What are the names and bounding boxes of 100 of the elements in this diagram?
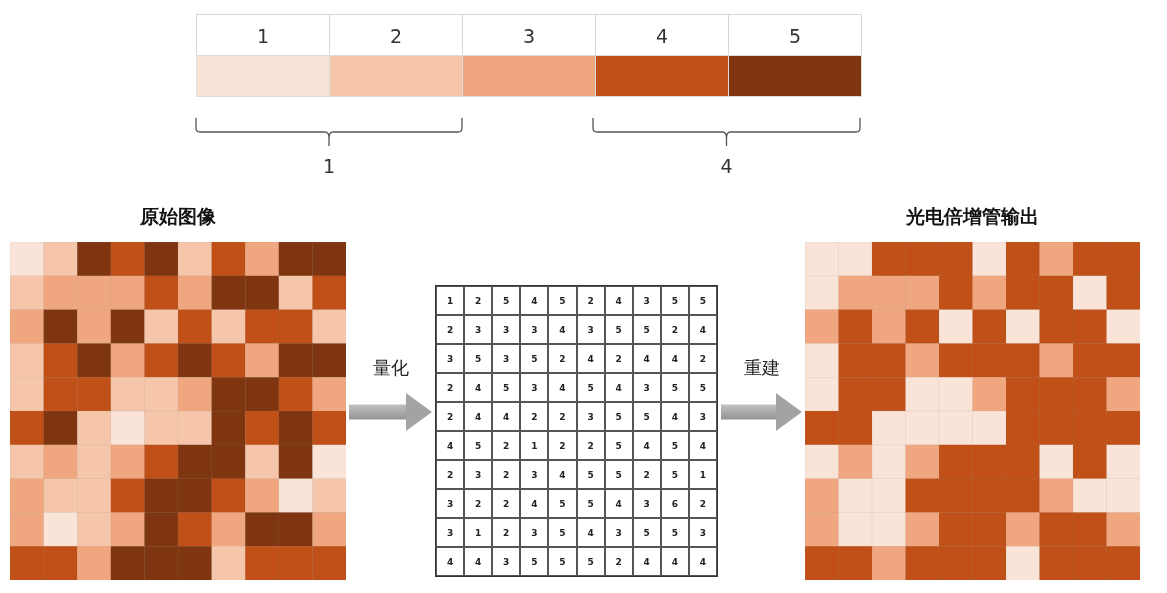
grid-cell: 5 [492,286,521,315]
grid-cell: 5 [576,489,605,518]
grid-cell: 4 [548,315,577,344]
grid-cell: 2 [688,489,717,518]
grid-cell: 4 [464,402,493,431]
grid-cell: 5 [576,547,605,576]
grid-cell: 5 [576,460,605,489]
grid-cell: 4 [632,547,661,576]
arrow [721,393,802,431]
grid-cell: 4 [632,344,661,373]
grid-cell: 5 [660,518,689,547]
grid-cell: 4 [520,489,549,518]
grid-cell: 4 [576,518,605,547]
grid-cell: 3 [632,286,661,315]
grid-cell: 3 [520,373,549,402]
grid-cell: 3 [576,402,605,431]
grid-cell: 4 [688,315,717,344]
grid-cell: 3 [436,489,465,518]
grid-cell: 5 [548,286,577,315]
grid-cell: 2 [632,460,661,489]
grid-cell: 4 [548,373,577,402]
grid-cell: 3 [520,518,549,547]
grid-cell: 4 [520,286,549,315]
grid-cell: 4 [688,431,717,460]
grid-cell: 5 [576,373,605,402]
grid-cell: 5 [520,547,549,576]
grid-cell: 6 [660,489,689,518]
grid-cell: 5 [520,344,549,373]
grid-cell: 5 [548,547,577,576]
brace-label: 4 [719,155,734,177]
grid-cell: 2 [576,431,605,460]
grid-cell: 4 [576,344,605,373]
grid-cell: 3 [520,460,549,489]
grid-cell: 5 [688,373,717,402]
grid-cell: 3 [576,315,605,344]
grid-cell: 5 [492,373,521,402]
grid-cell: 5 [660,431,689,460]
grid-cell: 3 [492,547,521,576]
grid-cell: 2 [576,286,605,315]
grid-cell: 2 [436,402,465,431]
grid-cell: 5 [660,460,689,489]
grid-cell: 3 [688,402,717,431]
grid-cell: 4 [436,431,465,460]
grid-cell: 2 [548,344,577,373]
grid-cell: 2 [604,344,633,373]
grid-cell: 3 [464,460,493,489]
grid-cell: 3 [604,518,633,547]
grid-cell: 4 [492,402,521,431]
image-title: 光电倍增管输出 [906,204,1039,229]
arrow [349,393,432,431]
grid-cell: 1 [464,518,493,547]
grid-cell: 3 [632,373,661,402]
grid-cell: 3 [492,344,521,373]
grid-cell: 4 [660,402,689,431]
grid-cell: 5 [604,431,633,460]
grid-cell: 5 [604,315,633,344]
grid-cell: 5 [660,286,689,315]
grid-cell: 2 [660,315,689,344]
grid-cell: 5 [548,489,577,518]
grid-cell: 5 [464,431,493,460]
grid-cell: 5 [464,344,493,373]
grid-cell: 2 [492,431,521,460]
grid-cell: 3 [464,315,493,344]
grid-cell: 1 [520,431,549,460]
grid-cell: 3 [492,315,521,344]
grid-cell: 2 [464,286,493,315]
grid-cell: 2 [492,489,521,518]
grid-cell: 3 [632,489,661,518]
grid-cell: 2 [436,315,465,344]
grid-cell: 4 [604,489,633,518]
grid-cell: 2 [436,460,465,489]
grid-cell: 2 [548,431,577,460]
grid-cell: 4 [660,547,689,576]
grid-cell: 4 [436,547,465,576]
grid-cell: 5 [604,460,633,489]
grid-cell: 5 [548,518,577,547]
grid-cell: 4 [604,286,633,315]
grid-cell: 5 [632,402,661,431]
brace-label: 1 [321,155,337,177]
grid-cell: 3 [520,315,549,344]
grid-cell: 3 [436,344,465,373]
grid-cell: 5 [604,402,633,431]
grid-cell: 3 [436,518,465,547]
grid-cell: 4 [688,547,717,576]
grid-cell: 4 [660,344,689,373]
grid-cell: 2 [548,402,577,431]
grid-cell: 5 [632,518,661,547]
grid-cell: 1 [688,460,717,489]
grid-cell: 5 [688,286,717,315]
image-title: 原始图像 [140,204,216,229]
grid-cell: 2 [688,344,717,373]
grid-cell: 2 [436,373,465,402]
grid-cell: 4 [464,547,493,576]
grid-cell: 4 [548,460,577,489]
grid-cell: 2 [520,402,549,431]
grid-cell: 5 [660,373,689,402]
grid-cell: 3 [688,518,717,547]
grid-cell: 4 [464,373,493,402]
grid-cell: 5 [632,315,661,344]
grid-cell: 2 [464,489,493,518]
